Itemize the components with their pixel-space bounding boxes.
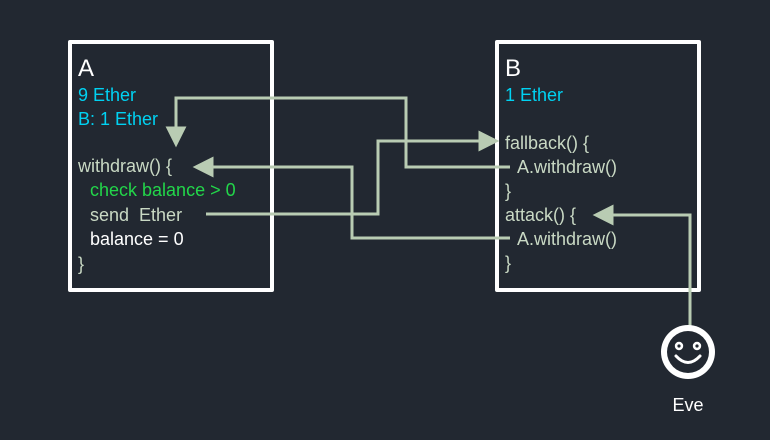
contract-b-balance: 1 Ether xyxy=(505,85,564,105)
balance-reset-line: balance = 0 xyxy=(90,229,184,249)
fallback-withdraw-call: A.withdraw() xyxy=(517,157,618,177)
withdraw-function-close: } xyxy=(78,254,85,274)
check-balance-line: check balance > 0 xyxy=(90,180,236,200)
contract-a-title: A xyxy=(78,55,95,82)
fallback-function-header: fallback() { xyxy=(505,133,590,153)
attack-function-close: } xyxy=(505,253,512,273)
contract-b-title: B xyxy=(505,55,522,82)
attack-withdraw-call: A.withdraw() xyxy=(517,229,618,249)
attack-function-header: attack() { xyxy=(505,205,577,225)
contract-a-balance: 9 Ether xyxy=(78,85,137,105)
fallback-function-close: } xyxy=(505,181,512,201)
smiley-face-icon xyxy=(661,325,715,379)
send-ether-line: send Ether xyxy=(90,205,183,225)
contract-a-mapping-entry: B: 1 Ether xyxy=(78,109,159,129)
eve-label: Eve xyxy=(672,395,704,415)
withdraw-function-header: withdraw() { xyxy=(78,156,173,176)
